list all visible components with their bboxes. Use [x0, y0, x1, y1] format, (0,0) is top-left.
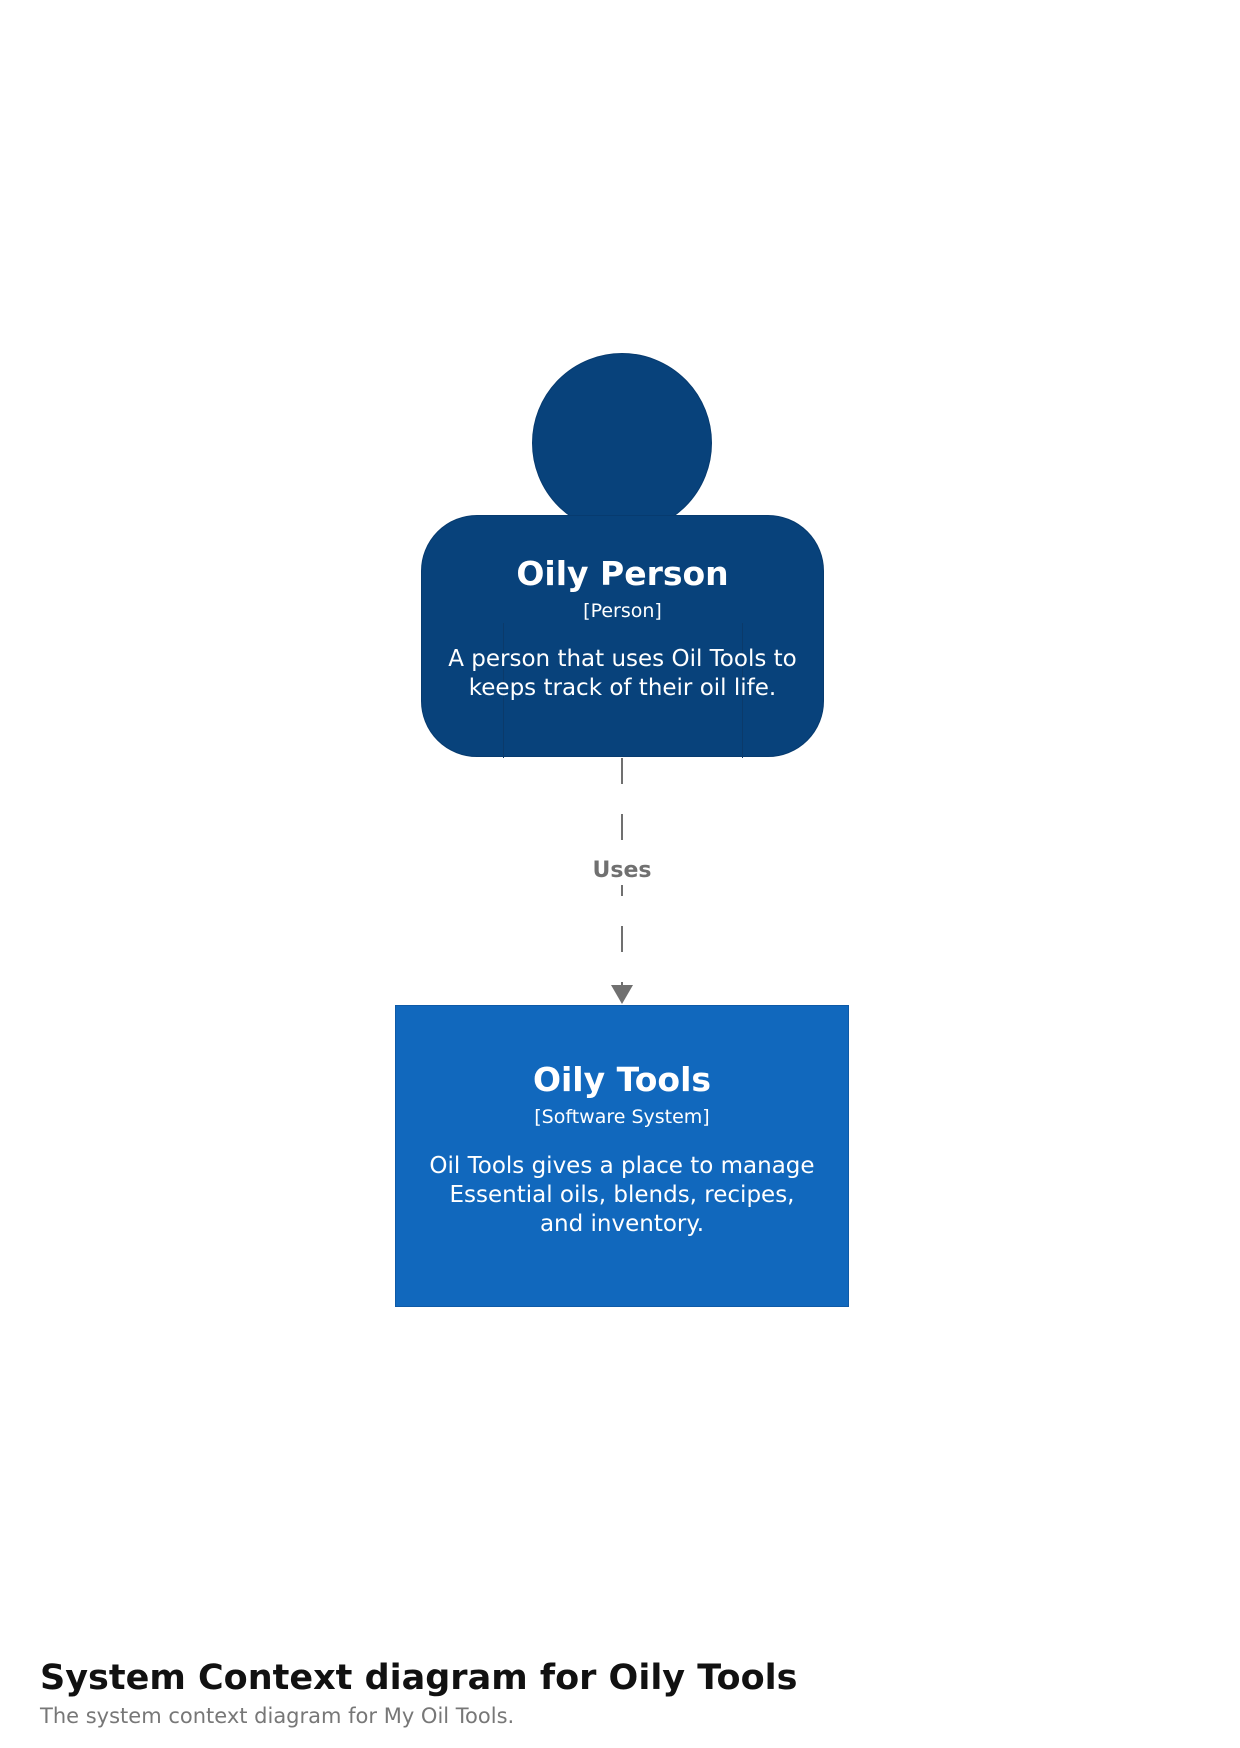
- person-type: [Person]: [583, 600, 662, 622]
- diagram-description: The system context diagram for My Oil To…: [40, 1704, 515, 1728]
- software-system-element[interactable]: Oily Tools [Software System] Oil Tools g…: [395, 1005, 849, 1307]
- relationship-arrowhead: [611, 985, 633, 1004]
- person-element[interactable]: Oily Person [Person] A person that uses …: [421, 515, 824, 758]
- system-type: [Software System]: [534, 1106, 710, 1128]
- person-head-shape: [532, 353, 712, 533]
- person-name: Oily Person: [516, 554, 729, 593]
- diagram-title: System Context diagram for Oily Tools: [40, 1658, 798, 1698]
- person-inner-divider: [503, 623, 504, 758]
- system-description: Oil Tools gives a place to manage Essent…: [429, 1153, 815, 1237]
- relationship-label: Uses: [560, 857, 684, 885]
- person-description: A person that uses Oil Tools to keeps tr…: [448, 646, 797, 701]
- system-name: Oily Tools: [532, 1060, 712, 1099]
- person-inner-divider: [742, 623, 743, 758]
